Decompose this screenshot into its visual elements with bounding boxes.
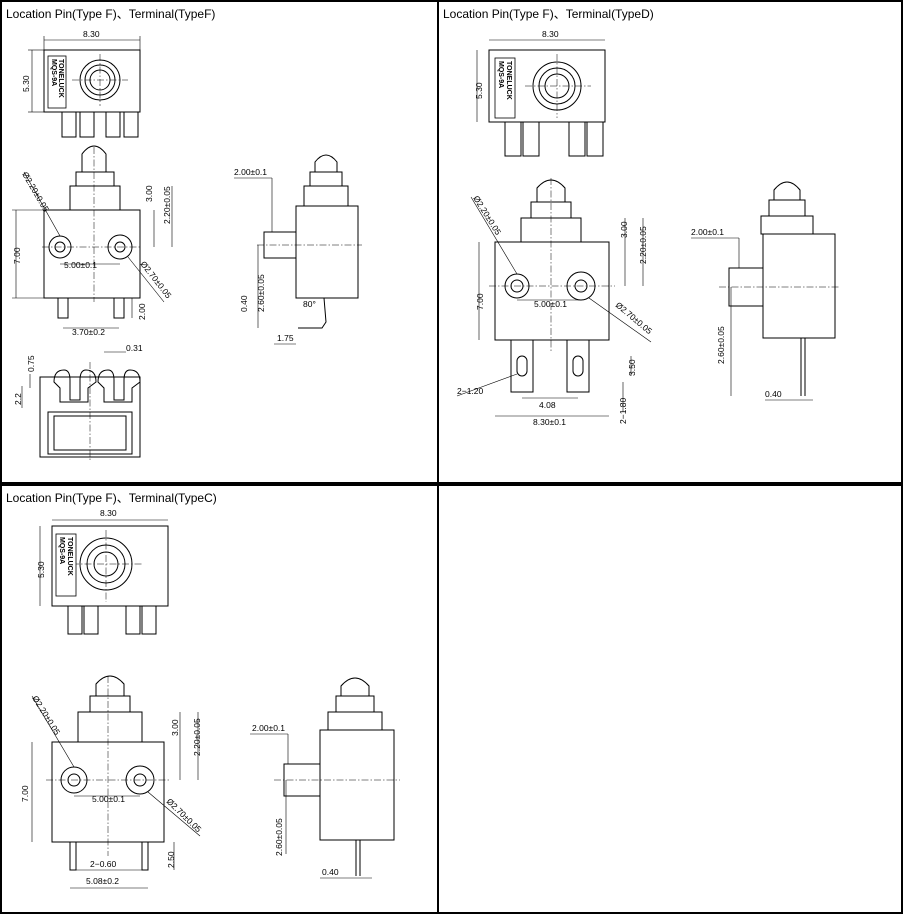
dim-pin-small: Ø2.20±0.05 xyxy=(30,694,62,737)
dim-terminal-len: 2.00 xyxy=(137,303,147,320)
dim-terminal-width: 8.30±0.1 xyxy=(533,417,566,427)
dim-pin-small: Ø2.20±0.05 xyxy=(20,170,51,214)
drawing-terminal-typec: TONELUCK MQS-9A 8.30 5.30 xyxy=(20,508,400,889)
top-view: TONELUCK MQS-9A 8.30 5.30 xyxy=(474,29,606,157)
dim-height-top: 5.30 xyxy=(36,561,46,578)
side-view: 2.00±0.1 2.60±0.05 0.40 1.75 80° xyxy=(234,154,362,345)
dim-body-height: 7.00 xyxy=(12,247,22,264)
dim-220: 2.20±0.05 xyxy=(638,226,648,264)
dim-terminal-pitch: 4.08 xyxy=(539,400,556,410)
panel-title: Location Pin(Type F)、Terminal(TypeF) xyxy=(6,7,216,21)
dim-term-350: 3.50 xyxy=(627,359,637,376)
dim-width: 8.30 xyxy=(83,29,100,39)
dim-side-260: 2.60±0.05 xyxy=(256,274,266,312)
dim-pin-large: Ø2.70±0.05 xyxy=(138,259,173,300)
dim-width: 8.30 xyxy=(100,508,117,518)
part-label: TONELUCK MQS-9A xyxy=(47,55,67,109)
dim-angle: 80° xyxy=(303,299,316,309)
dim-height-top: 5.30 xyxy=(21,75,31,92)
dim-side-040: 0.40 xyxy=(239,295,249,312)
dim-300: 3.00 xyxy=(619,221,629,238)
panel-empty xyxy=(437,484,903,914)
panel-title: Location Pin(Type F)、Terminal(TypeD) xyxy=(443,7,654,21)
dim-300: 3.00 xyxy=(144,185,154,202)
drawing-terminal-typef: TONELUCK MQS-9A 8.30 5.30 xyxy=(12,29,362,462)
dim-side-260: 2.60±0.05 xyxy=(716,326,726,364)
dim-term-250: 2.50 xyxy=(166,851,176,868)
dim-pin-small: Ø2.20±0.05 xyxy=(471,194,503,237)
side-view: 2.00±0.1 2.60±0.05 0.40 xyxy=(250,677,400,879)
dim-clip-075: 0.75 xyxy=(26,355,36,372)
clip-view: 0.75 0.31 2.2 xyxy=(13,343,143,462)
label-line-1: TONELUCK xyxy=(66,537,73,576)
dim-side-2: 2.00±0.1 xyxy=(234,167,267,177)
dim-terminal-spacing: 3.70±0.2 xyxy=(72,327,105,337)
front-view: 7.00 5.00±0.1 Ø2.20±0.05 Ø2.70±0.05 3.00… xyxy=(456,178,655,427)
dim-pin-large: Ø2.70±0.05 xyxy=(614,300,655,336)
top-view: TONELUCK MQS-9A 8.30 5.30 xyxy=(36,508,169,635)
dim-body-height: 7.00 xyxy=(475,293,485,310)
label-line-2: MQS-9A xyxy=(497,61,504,88)
dim-300: 3.00 xyxy=(170,719,180,736)
dim-height-top: 5.30 xyxy=(474,82,484,99)
dim-slot-dia: 2−1.20 xyxy=(457,386,484,396)
label-line-2: MQS-9A xyxy=(58,537,65,564)
top-view: TONELUCK MQS-9A 8.30 5.30 xyxy=(21,29,141,138)
dim-side-175: 1.75 xyxy=(277,333,294,343)
part-label: TONELUCK MQS-9A xyxy=(55,533,77,597)
label-line-1: TONELUCK xyxy=(505,61,512,100)
dim-clip-031: 0.31 xyxy=(126,343,143,353)
dim-width: 8.30 xyxy=(542,29,559,39)
dim-slot-len: 2−1.80 xyxy=(618,397,628,424)
label-line-2: MQS-9A xyxy=(50,59,57,86)
dim-220: 2.20±0.05 xyxy=(192,718,202,756)
panel-terminal-typef: Location Pin(Type F)、Terminal(TypeF) TON… xyxy=(0,0,439,484)
dim-side-2: 2.00±0.1 xyxy=(252,723,285,733)
dim-pin-spacing: 5.00±0.1 xyxy=(534,299,567,309)
dim-side-260: 2.60±0.05 xyxy=(274,818,284,856)
dim-pin-large: Ø2.70±0.05 xyxy=(165,796,204,834)
panel-title: Location Pin(Type F)、Terminal(TypeC) xyxy=(6,491,217,505)
dim-body-height: 7.00 xyxy=(20,785,30,802)
dim-pin-spacing: 5.00±0.1 xyxy=(64,260,97,270)
dim-side-040: 0.40 xyxy=(322,867,339,877)
side-view: 2.00±0.1 2.60±0.05 0.40 xyxy=(691,181,839,401)
dim-pin-spacing: 5.00±0.1 xyxy=(92,794,125,804)
dim-side-040: 0.40 xyxy=(765,389,782,399)
dim-terminal-width: 5.08±0.2 xyxy=(86,876,119,886)
dim-clip-22: 2.2 xyxy=(13,393,23,405)
dim-side-2: 2.00±0.1 xyxy=(691,227,724,237)
front-view: 7.00 5.00±0.1 Ø2.20±0.05 Ø2.70±0.05 3.00… xyxy=(12,145,174,337)
part-label: TONELUCK MQS-9A xyxy=(494,57,516,119)
dim-220: 2.20±0.05 xyxy=(162,186,172,224)
front-view: 7.00 5.00±0.1 Ø2.20±0.05 Ø2.70±0.05 3.00… xyxy=(20,675,204,889)
panel-terminal-typec: Location Pin(Type F)、Terminal(TypeC) TON… xyxy=(0,484,439,914)
drawing-terminal-typed: TONELUCK MQS-9A 8.30 5.30 xyxy=(456,29,839,427)
label-line-1: TONELUCK xyxy=(57,59,64,98)
panel-terminal-typed: Location Pin(Type F)、Terminal(TypeD) TON… xyxy=(437,0,903,484)
dim-terminal-gap: 2−0.60 xyxy=(90,859,117,869)
